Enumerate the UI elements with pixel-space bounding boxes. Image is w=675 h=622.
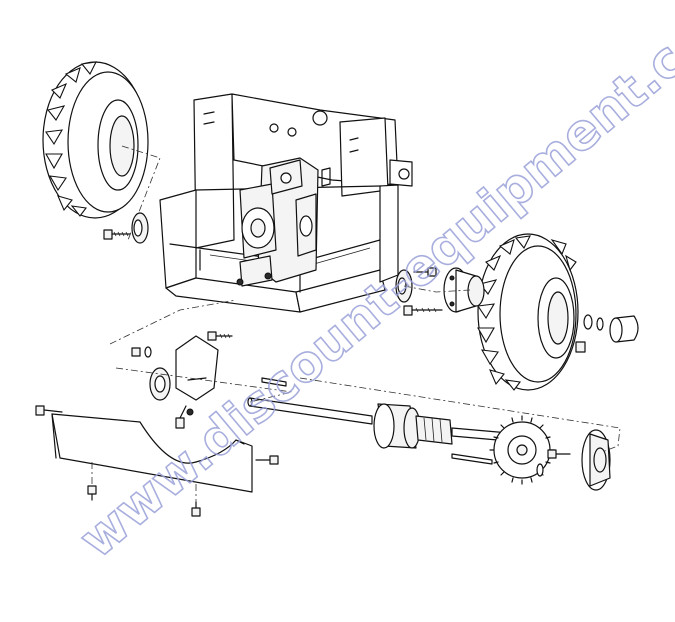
bracket-bolt-top xyxy=(207,331,233,341)
skid-plate-bolt-right xyxy=(255,455,279,465)
wheel-cap xyxy=(609,315,639,343)
bracket-bolt-lower xyxy=(175,405,187,429)
right-wheel-tread xyxy=(477,235,577,391)
gearbox xyxy=(236,157,331,287)
left-hub xyxy=(131,212,149,244)
bearing-bracket xyxy=(149,335,219,416)
shaft-key-lower xyxy=(451,453,493,465)
right-axis-line xyxy=(403,285,471,293)
skid-plate-bolt-bottom-right xyxy=(191,484,201,517)
shaft-axis-line xyxy=(299,377,621,453)
right-hub-bolt-upper xyxy=(413,267,437,277)
skid-plate xyxy=(51,413,253,493)
watermark-text: www.discount-equipment.com xyxy=(68,0,675,569)
sprocket xyxy=(489,415,555,485)
left-wheel-tread xyxy=(45,61,97,217)
bracket-nut-left xyxy=(131,346,152,358)
washer-and-nut xyxy=(575,314,604,353)
right-hub-bolt-lower xyxy=(403,305,443,316)
skid-plate-bolt-bottom-left xyxy=(87,462,97,501)
skid-plate-bolt-left xyxy=(35,405,63,416)
coupling-hub xyxy=(373,403,453,449)
right-wheel-flange xyxy=(443,267,485,313)
left-hub-bolt xyxy=(103,229,131,240)
bracket-axis-line xyxy=(109,299,237,345)
left-wheel xyxy=(42,61,161,241)
shaft-key-upper xyxy=(261,377,287,387)
lower-axis-line xyxy=(115,367,293,403)
main-frame xyxy=(159,93,413,313)
sprocket-bolt xyxy=(547,449,571,459)
end-bearing-flange xyxy=(581,429,611,491)
right-wheel xyxy=(477,233,579,391)
watermark: www.discount-equipment.com xyxy=(68,0,675,570)
sprocket-washer xyxy=(536,463,544,477)
